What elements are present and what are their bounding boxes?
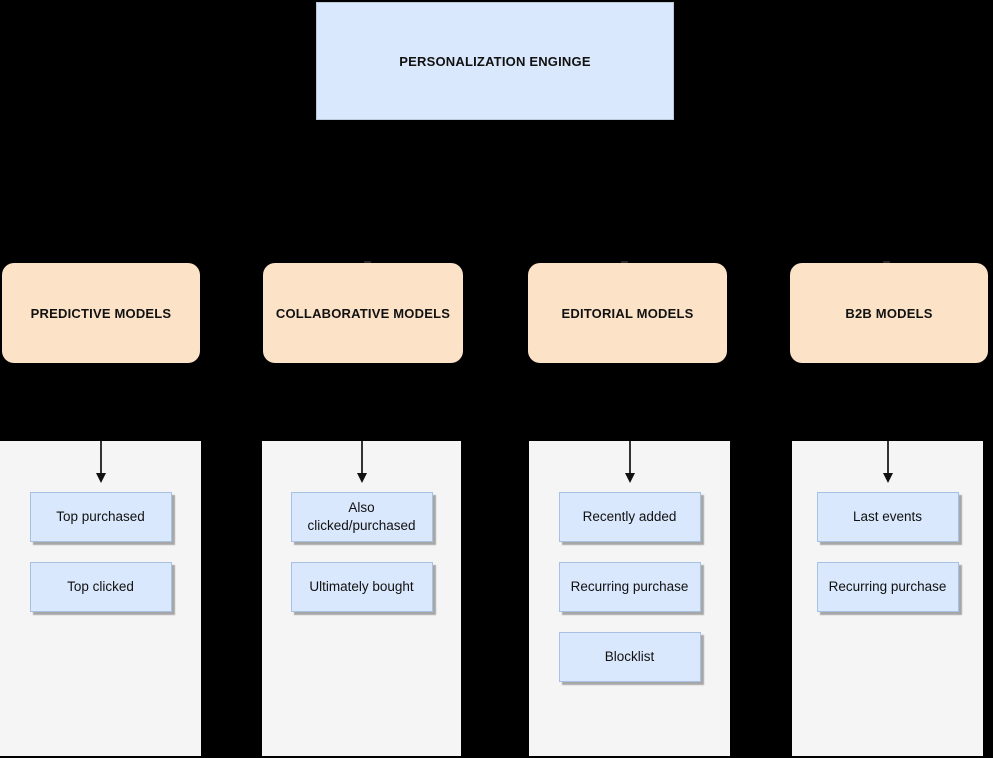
model-node-recurring-purchase-b2b: Recurring purchase	[816, 562, 959, 612]
category-label: EDITORIAL MODELS	[561, 305, 694, 321]
connector-arrowhead	[621, 261, 628, 264]
category-node-collaborative-models: COLLABORATIVE MODELS	[263, 263, 463, 363]
arrow-shaft	[628, 441, 631, 473]
arrow-shaft	[886, 441, 889, 473]
model-node-label: Recurring purchase	[570, 578, 689, 594]
panel-predictive-models: Top purchased Top clicked	[0, 441, 201, 756]
model-node-label: Also clicked/purchased	[307, 499, 416, 533]
category-node-predictive-models: PREDICTIVE MODELS	[2, 263, 200, 363]
connector-arrowhead	[364, 261, 371, 264]
panel-b2b-models: Last events Recurring purchase	[792, 441, 983, 756]
panel-collaborative-models: Also clicked/purchased Ultimately bought	[262, 441, 461, 756]
category-label: B2B MODELS	[845, 305, 933, 321]
model-node-label: Top clicked	[67, 578, 134, 594]
model-node-top-clicked: Top clicked	[29, 562, 172, 612]
arrow-head	[882, 473, 893, 483]
model-node-blocklist: Blocklist	[558, 632, 701, 682]
connector-arrowhead	[883, 261, 890, 264]
model-node-recurring-purchase: Recurring purchase	[558, 562, 701, 612]
category-label: COLLABORATIVE MODELS	[275, 305, 451, 321]
arrow-shaft	[360, 441, 363, 473]
model-node-label: Top purchased	[56, 508, 145, 524]
root-node-personalization-engine: PERSONALIZATION ENGINGE	[316, 2, 674, 120]
arrow-head	[356, 473, 367, 483]
model-node-label: Recurring purchase	[828, 578, 947, 594]
model-node-label: Blocklist	[604, 648, 655, 664]
model-node-ultimately-bought: Ultimately bought	[290, 562, 433, 612]
category-node-editorial-models: EDITORIAL MODELS	[528, 263, 727, 363]
model-node-label: Ultimately bought	[309, 578, 414, 594]
arrow-head	[624, 473, 635, 483]
model-node-last-events: Last events	[816, 492, 959, 542]
model-node-recently-added: Recently added	[558, 492, 701, 542]
root-node-label: PERSONALIZATION ENGINGE	[399, 53, 591, 69]
panel-editorial-models: Recently added Recurring purchase Blockl…	[529, 441, 730, 756]
model-node-label: Last events	[852, 508, 923, 524]
model-node-top-purchased: Top purchased	[29, 492, 172, 542]
arrow-shaft	[99, 441, 102, 473]
category-node-b2b-models: B2B MODELS	[790, 263, 988, 363]
model-node-label: Recently added	[582, 508, 677, 524]
arrow-head	[95, 473, 106, 483]
category-label: PREDICTIVE MODELS	[30, 305, 172, 321]
model-node-also-clicked-purchased: Also clicked/purchased	[290, 492, 433, 542]
